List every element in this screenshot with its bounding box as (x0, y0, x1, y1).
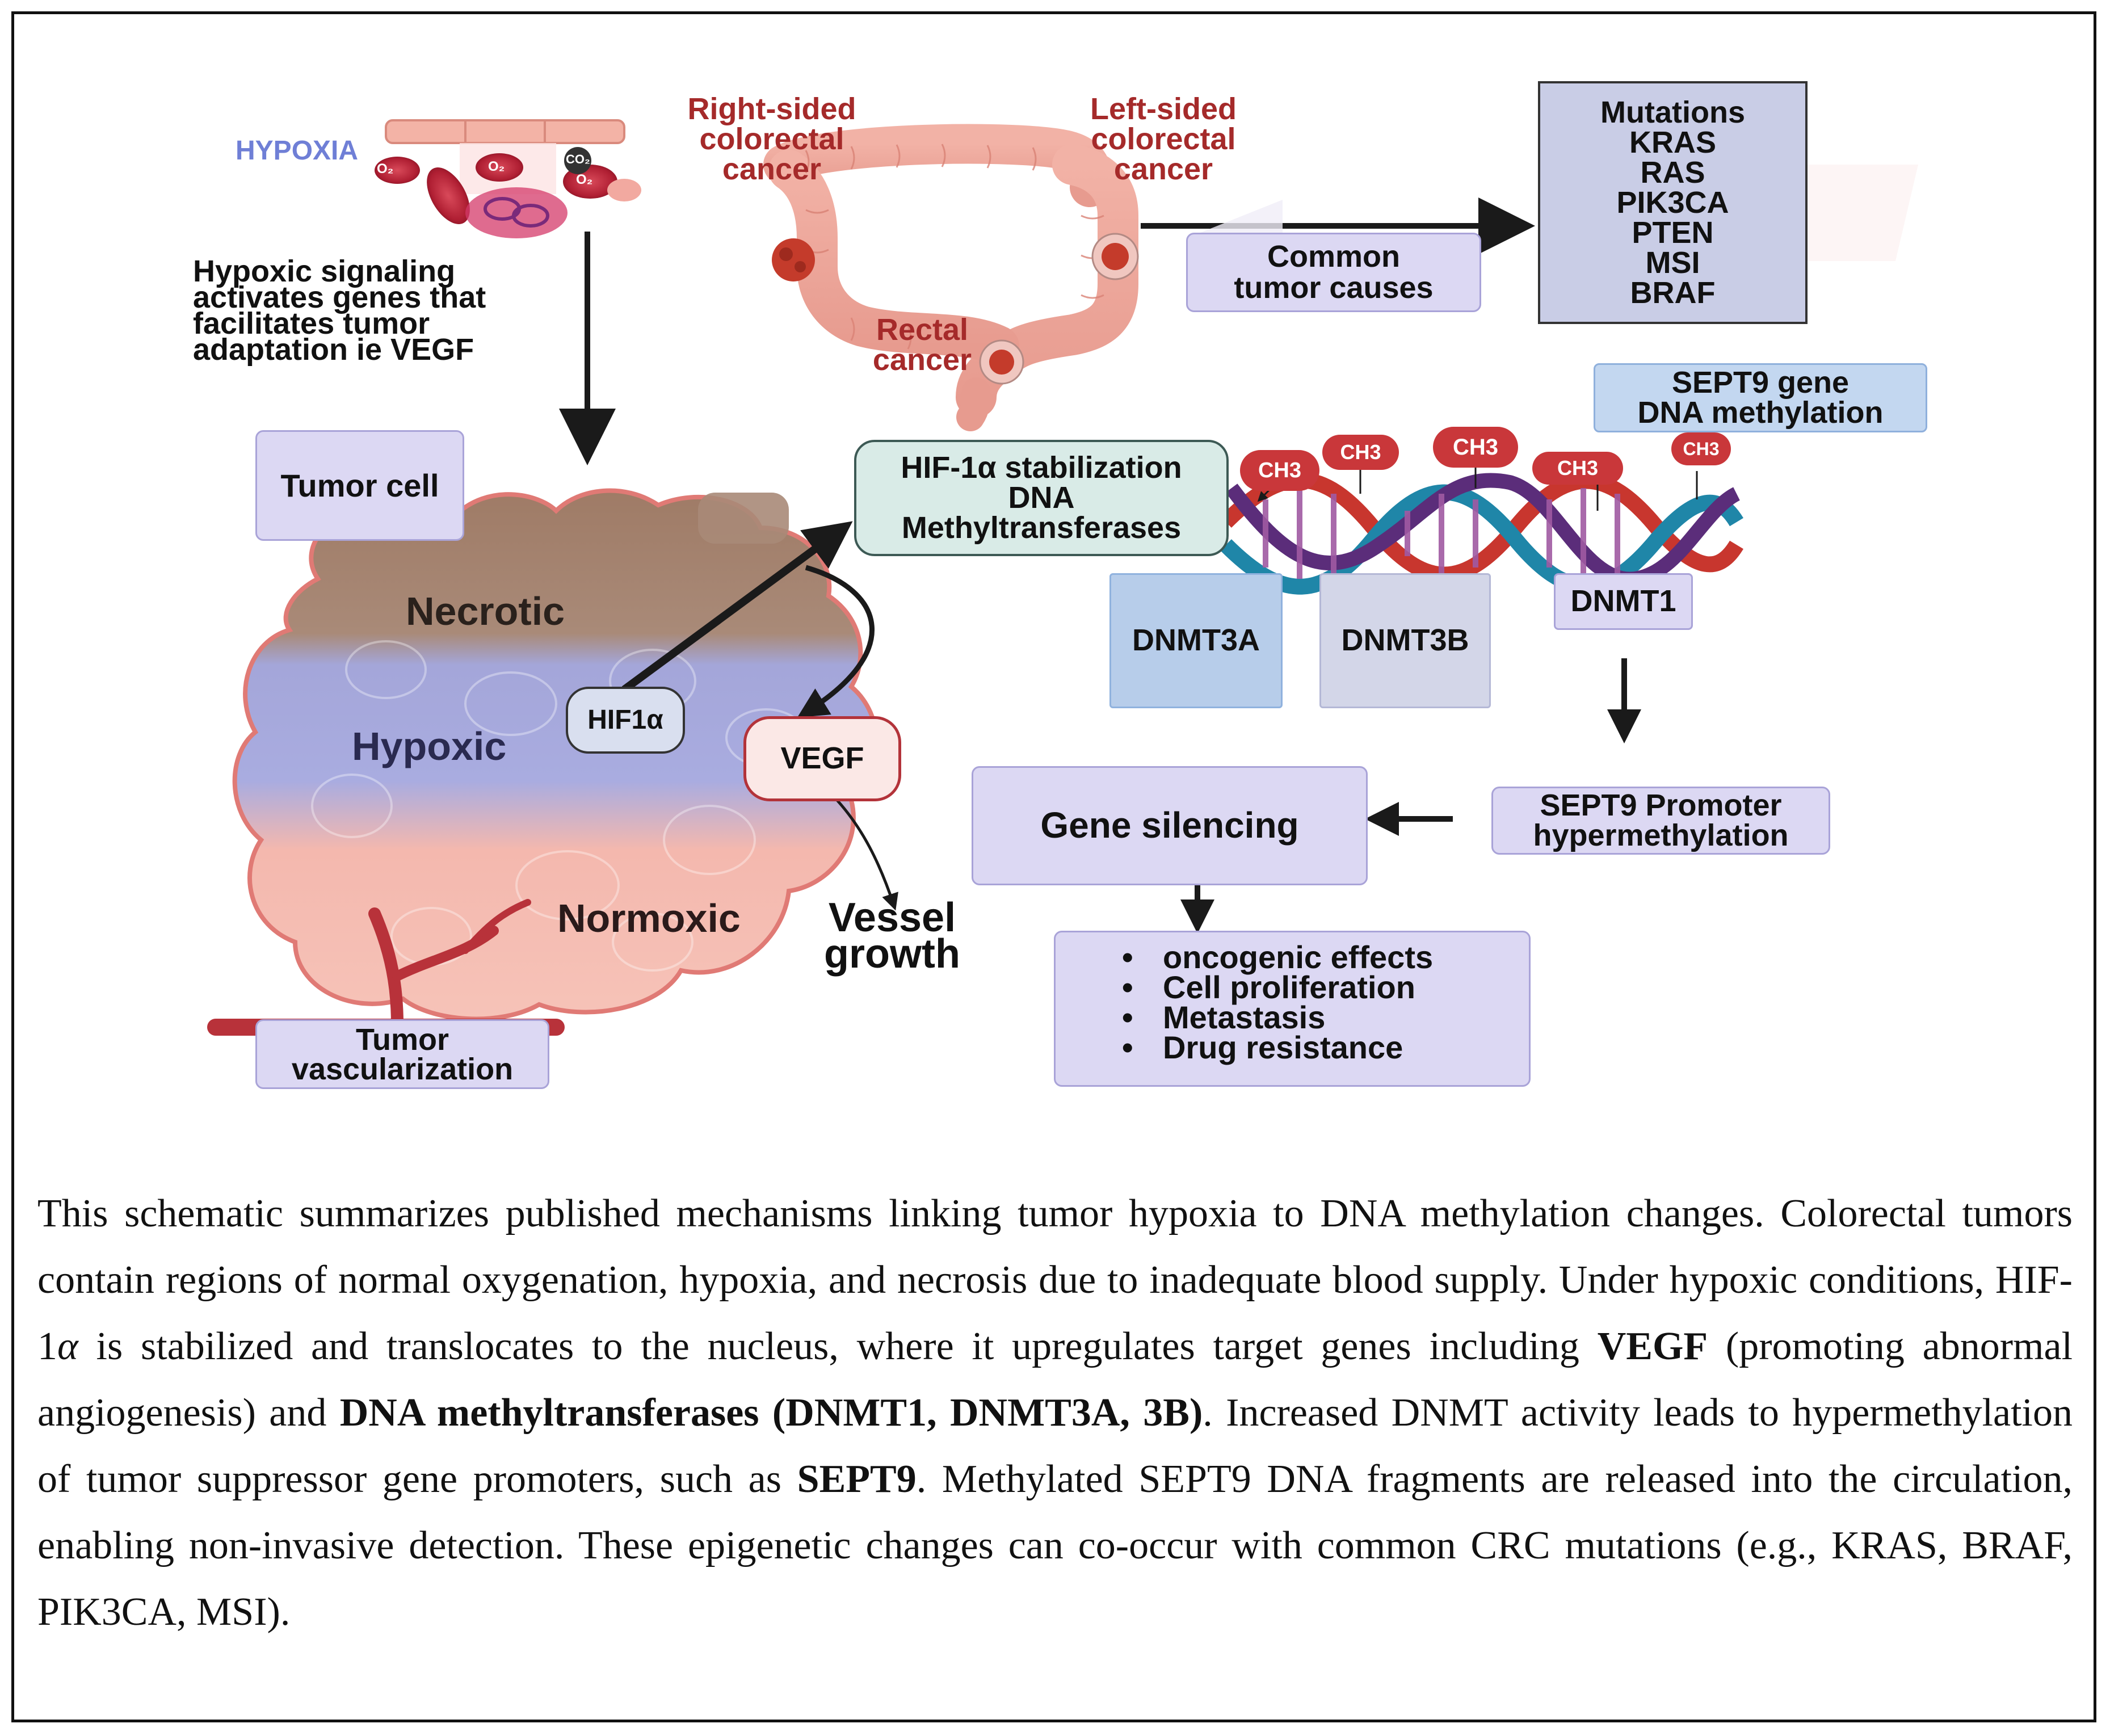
list-item: oncogenic effects (1115, 941, 1433, 973)
o2-label: O₂ (576, 172, 593, 187)
effects-list: oncogenic effects Cell proliferation Met… (1115, 941, 1433, 1064)
caption-segment: VEGF (1597, 1325, 1708, 1368)
o2-label: O₂ (377, 161, 394, 176)
hypoxic-label: Hypoxic (352, 724, 507, 768)
caption-segment: α (57, 1325, 78, 1368)
ch3-badge: CH3 (1433, 427, 1518, 468)
list-item: Metastasis (1115, 1002, 1433, 1033)
gene-silencing-box: Gene silencing (972, 766, 1368, 885)
ch3-badge: CH3 (1322, 435, 1399, 470)
ch3-badge: CH3 (1671, 432, 1731, 465)
ch3-badge: CH3 (1532, 452, 1623, 485)
caption-segment: SEPT9 (797, 1457, 917, 1501)
figure-caption: This schematic summarizes published mech… (37, 1180, 2073, 1645)
dnmt3a-box: DNMT3A (1109, 573, 1283, 708)
necrotic-label: Necrotic (406, 589, 565, 633)
caption-segment: is stabilized and translocates to the nu… (78, 1325, 1598, 1368)
dnmt1-box: DNMT1 (1554, 573, 1693, 630)
list-item: Cell proliferation (1115, 972, 1433, 1003)
caption-segment: (promoting abnormal angiogenesis) and (37, 1325, 2073, 1435)
caption-segment: . Methylated SEPT9 DNA fragments are rel… (37, 1457, 2073, 1634)
caption-segment: . Increased DNMT activity leads to hyper… (37, 1391, 2073, 1501)
red-blood-cell-icon (375, 119, 641, 238)
caption-segment: DNA methyltransferases (DNMT1, DNMT3A, 3… (339, 1391, 1203, 1435)
tumor-cell-box: Tumor cell (255, 430, 464, 541)
flow-arrows-icon (1180, 658, 1641, 934)
o2-label: O₂ (488, 159, 505, 174)
tumor-mass-icon (772, 233, 1139, 385)
hypoxia-label: HYPOXIA (236, 136, 359, 166)
list-item: Drug resistance (1115, 1032, 1433, 1064)
hif-to-box-arrow-icon (621, 521, 853, 693)
ch3-badge: CH3 (1240, 450, 1319, 491)
normoxic-label: Normoxic (557, 896, 741, 940)
co2-label: CO₂ (566, 152, 590, 166)
vegf-badge: VEGF (743, 716, 901, 801)
dnmt3b-box: DNMT3B (1319, 573, 1491, 708)
caption-segment: This schematic summarizes published mech… (37, 1192, 2073, 1368)
vegf-curved-arrow-icon (797, 565, 898, 911)
hif1a-badge: HIF1α (566, 687, 685, 754)
